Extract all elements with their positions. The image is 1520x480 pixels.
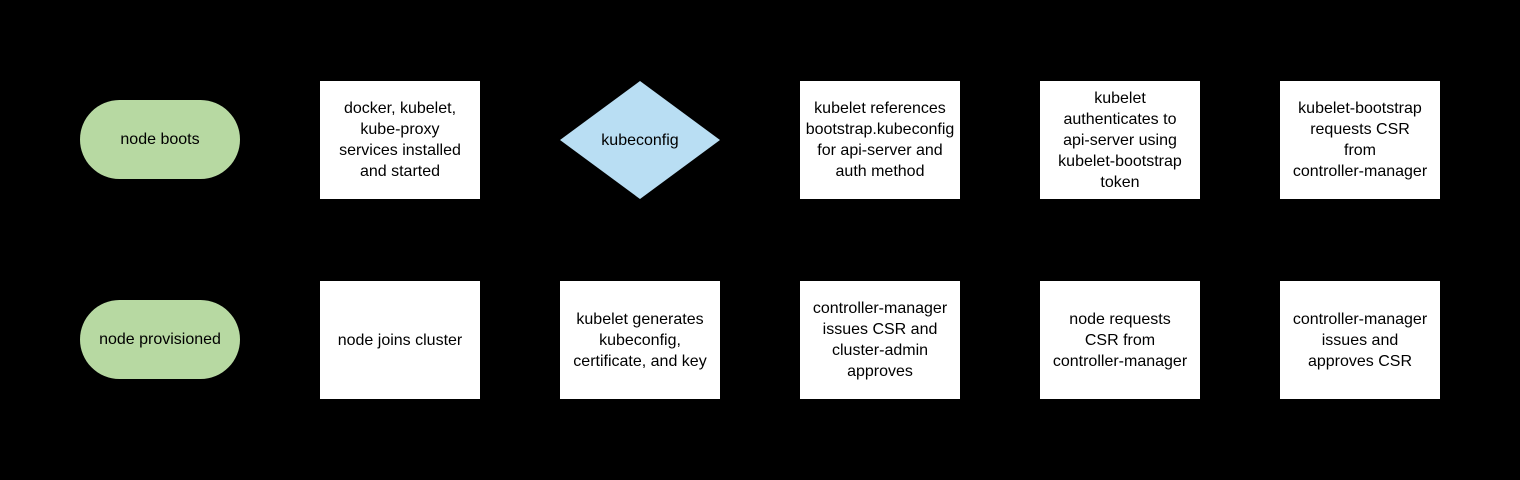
process-box-node-requests-csr: node requests CSR from controller-manage… xyxy=(1040,281,1200,399)
terminator-node-boots: node boots xyxy=(80,100,240,179)
process-box-services-installed: docker, kubelet, kube-proxy services ins… xyxy=(320,81,480,199)
process-box-cm-issues-csr-cluster-admin: controller-manager issues CSR and cluste… xyxy=(800,281,960,399)
process-box-kubelet-generates: kubelet generates kubeconfig, certificat… xyxy=(560,281,720,399)
process-box-node-joins-cluster: node joins cluster xyxy=(320,281,480,399)
decision-diamond-kubeconfig: kubeconfig xyxy=(560,81,720,199)
process-box-kubelet-bootstrap-requests-csr: kubelet-bootstrap requests CSR from cont… xyxy=(1280,81,1440,199)
process-box-kubelet-authenticates: kubelet authenticates to api-server usin… xyxy=(1040,81,1200,199)
process-box-kubelet-references-bootstrap: kubelet references bootstrap.kubeconfig … xyxy=(800,81,960,199)
process-box-cm-issues-approves-csr: controller-manager issues and approves C… xyxy=(1280,281,1440,399)
terminator-node-provisioned: node provisioned xyxy=(80,300,240,379)
